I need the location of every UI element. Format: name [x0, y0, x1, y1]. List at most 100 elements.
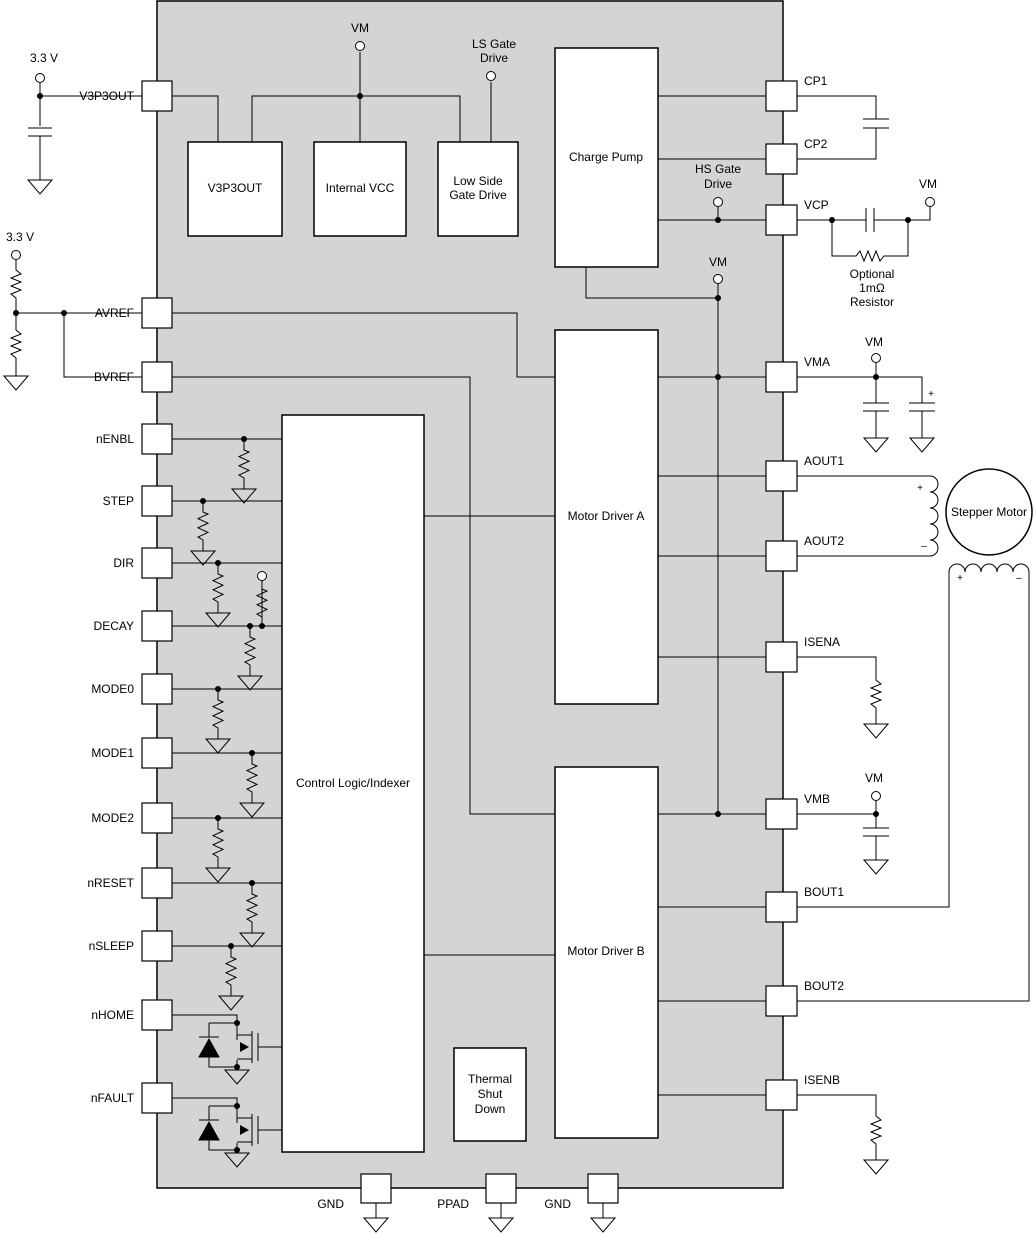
- ground-symbols: [2, 179, 936, 1233]
- thermal-label-3: Down: [475, 1102, 506, 1116]
- ground-symbol: [189, 550, 217, 566]
- ground-symbol: [238, 802, 266, 818]
- mosfet-arrow-icon: [240, 1125, 249, 1135]
- ground-symbol: [223, 1152, 251, 1168]
- pin-aout2: [765, 540, 798, 572]
- isenb-sense-resistor: [797, 1094, 883, 1160]
- ground-symbol: [2, 375, 30, 391]
- cp-capacitor-circuit: [797, 95, 889, 160]
- optional-label-3: Resistor: [850, 295, 894, 309]
- internal-supply-wiring: [172, 52, 766, 1096]
- pin-label-bottom-2: GND: [544, 1197, 571, 1211]
- pin-nfault: [141, 1082, 173, 1114]
- pin-bvref: [141, 361, 173, 393]
- junction-dot: [234, 1064, 240, 1070]
- hs-gate-label-1: HS Gate: [695, 162, 741, 176]
- pin-aout1: [765, 460, 798, 492]
- pin-v3p3out: [141, 80, 173, 112]
- thermal-label-2: Shut: [478, 1087, 503, 1101]
- pin-vmb: [765, 798, 798, 830]
- low-side-gate-drive-block: [437, 141, 519, 237]
- pin-label-mode2: MODE2: [91, 811, 134, 825]
- vm-label-vcp: VM: [919, 177, 937, 191]
- ground-symbol: [204, 738, 232, 754]
- pin-label-bvref: BVREF: [94, 370, 134, 384]
- vma-cap-plus: +: [928, 389, 934, 400]
- ground-symbol: [236, 675, 264, 691]
- v3p3out-block-label: V3P3OUT: [208, 181, 263, 195]
- pin-isenb: [765, 1079, 798, 1111]
- ground-symbol: [204, 867, 232, 883]
- ground-symbol: [223, 1069, 251, 1085]
- pull-resistor: [255, 580, 269, 626]
- pin-label-vcp: VCP: [804, 198, 829, 212]
- thermal-label-1: Thermal: [468, 1072, 512, 1086]
- pin-label-aout1: AOUT1: [804, 454, 844, 468]
- supply-3v3-label-top: 3.3 V: [30, 51, 58, 65]
- pin-bottom-gnd-0: [360, 1173, 392, 1204]
- pin-step: [141, 485, 173, 517]
- motor-coil-b: [797, 563, 1030, 1002]
- pin-label-nhome: nHOME: [91, 1008, 134, 1022]
- pin-vcp: [765, 204, 798, 236]
- pin-nhome: [141, 999, 173, 1031]
- junction-dot: [234, 1147, 240, 1153]
- pin-label-cp1: CP1: [804, 74, 828, 88]
- pin-label-layer: V3P3OUTAVREFBVREFnENBLSTEPDIRDECAYMODE0M…: [79, 74, 844, 1211]
- pin-decay: [141, 610, 173, 642]
- coil-b-plus: +: [957, 573, 963, 584]
- vm-terminal-internal: [713, 274, 723, 284]
- control-logic-label: Control Logic/Indexer: [296, 776, 410, 790]
- pin-nreset: [141, 867, 173, 899]
- v3p3out-block: [187, 141, 283, 237]
- pin-label-nenbl: nENBL: [96, 432, 134, 446]
- thermal-shutdown-block: [453, 1047, 527, 1142]
- vm-label-vma: VM: [865, 335, 883, 349]
- pin-label-bout2: BOUT2: [804, 979, 844, 993]
- pin-layer: [141, 80, 798, 1204]
- pull-resistor: [211, 689, 225, 739]
- pin-bout1: [765, 891, 798, 923]
- ground-symbol: [862, 859, 890, 875]
- ground-symbol: [230, 488, 258, 504]
- ground-symbol: [217, 995, 245, 1011]
- pull-resistor: [196, 501, 210, 551]
- pin-label-vmb: VMB: [804, 792, 830, 806]
- vm-label-top: VM: [351, 21, 369, 35]
- ls-gate-label-2: Drive: [480, 51, 508, 65]
- pin-mode0: [141, 673, 173, 705]
- optional-label-2: 1mΩ: [859, 281, 885, 295]
- charge-pump-block: [554, 47, 659, 268]
- pin-label-aout2: AOUT2: [804, 534, 844, 548]
- pull-resistor: [245, 753, 259, 803]
- low-side-gate-drive-label-1: Low Side: [453, 174, 503, 188]
- protection-diode-icon: [198, 1037, 220, 1058]
- pin-dir: [141, 547, 173, 579]
- ground-symbol: [238, 932, 266, 948]
- pin-isena: [765, 641, 798, 673]
- hs-gate-terminal: [713, 197, 723, 207]
- pull-resistor: [211, 563, 225, 613]
- ground-symbol: [862, 437, 890, 453]
- decay-pullup-terminal: [257, 571, 267, 581]
- stepper-motor-symbol: [945, 468, 1033, 556]
- logic-input-networks: [172, 436, 282, 1153]
- pin-label-nreset: nRESET: [87, 876, 134, 890]
- pin-nenbl: [141, 423, 173, 455]
- pin-avref: [141, 297, 173, 329]
- pin-label-cp2: CP2: [804, 137, 828, 151]
- ground-symbol: [862, 723, 890, 739]
- vma-bypass-circuit: [797, 353, 935, 438]
- ground-symbol: [487, 1217, 515, 1233]
- pin-label-step: STEP: [103, 494, 134, 508]
- pin-label-mode1: MODE1: [91, 746, 134, 760]
- pin-label-dir: DIR: [113, 556, 134, 570]
- pin-label-bottom-1: PPAD: [437, 1197, 469, 1211]
- pull-resistor: [245, 883, 259, 933]
- motor-driver-b-label: Motor Driver B: [567, 944, 644, 958]
- ground-symbol: [589, 1217, 617, 1233]
- hs-gate-label-2: Drive: [704, 177, 732, 191]
- pin-cp1: [765, 80, 798, 112]
- vm-label-internal: VM: [709, 255, 727, 269]
- vm-terminal-top: [355, 41, 365, 51]
